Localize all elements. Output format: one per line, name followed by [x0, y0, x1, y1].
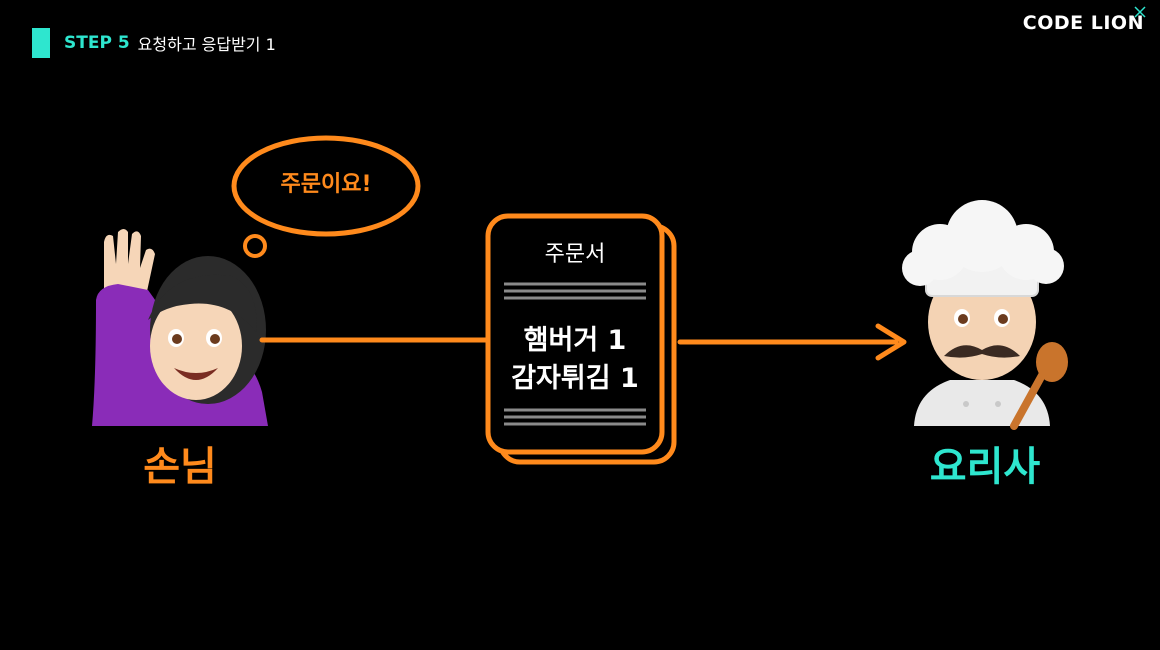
logo-slash-icon [1134, 6, 1146, 18]
chef-icon [902, 200, 1068, 430]
raising-hand-woman-icon [92, 229, 268, 426]
slide-header: STEP 5 요청하고 응답받기 1 [32, 28, 276, 58]
order-sheet-title: 주문서 [544, 242, 606, 267]
speech-bubble-text: 주문이요! [280, 172, 372, 197]
order-item: 햄버거 1 [523, 325, 627, 356]
header-accent-bar [32, 28, 50, 58]
slide-title: 요청하고 응답받기 1 [137, 35, 276, 54]
chef-label: 요리사 [929, 444, 1041, 490]
codelion-logo: CODE LION [1023, 12, 1144, 34]
customer-label: 손님 [143, 444, 217, 490]
speech-bubble-tail [243, 234, 267, 258]
arrow-head [875, 323, 907, 361]
order-item: 감자튀김 1 [511, 363, 639, 394]
step-label: STEP 5 [64, 33, 130, 53]
logo-text: CODE LION [1022, 12, 1144, 34]
order-sheet-icon [485, 213, 677, 465]
speech-bubble [231, 135, 421, 237]
